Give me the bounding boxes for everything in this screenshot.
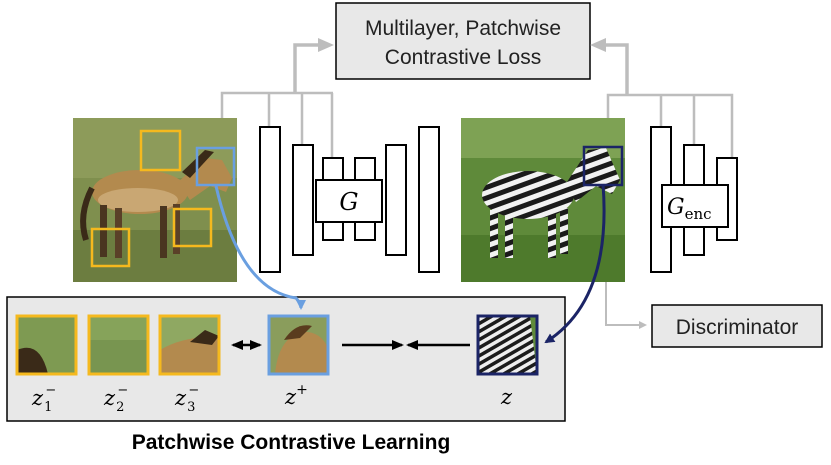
positive-source-arrow bbox=[214, 185, 306, 310]
negative-patch-1 bbox=[15, 314, 78, 376]
encoder-subscript: enc bbox=[685, 205, 712, 223]
discriminator-label: Discriminator bbox=[676, 316, 799, 339]
generator-label: G bbox=[339, 188, 358, 216]
discriminator-box: Discriminator bbox=[651, 304, 823, 348]
negative-label-2: z2− bbox=[103, 383, 128, 415]
negative-patch-2 bbox=[87, 314, 150, 376]
left-feature-connectors bbox=[220, 43, 334, 158]
right-feature-connectors bbox=[598, 43, 734, 158]
negative-label-1: z1− bbox=[31, 383, 56, 415]
negative-patch-3 bbox=[158, 314, 221, 376]
query-source-arrow bbox=[544, 183, 606, 344]
right-loss-arrowhead bbox=[590, 38, 606, 52]
loss-box-line1: Multilayer, Patchwise bbox=[365, 17, 561, 40]
loss-box: Multilayer, Patchwise Contrastive Loss bbox=[335, 2, 591, 80]
generator bbox=[259, 126, 440, 273]
query-label: z bbox=[500, 385, 513, 409]
encoder-label: Genc bbox=[667, 195, 712, 223]
caption: Patchwise Contrastive Learning bbox=[132, 431, 451, 454]
positive-patch bbox=[267, 314, 330, 376]
encoder-base: G bbox=[667, 195, 685, 220]
zebra-photo bbox=[461, 118, 625, 282]
loss-box-line2: Contrastive Loss bbox=[385, 46, 541, 69]
left-loss-arrowhead bbox=[318, 38, 334, 52]
query-patch bbox=[476, 314, 539, 376]
discriminator-connector bbox=[605, 282, 647, 329]
negative-label-3: z3− bbox=[174, 383, 199, 415]
encoder bbox=[650, 126, 738, 273]
horse-photo bbox=[73, 118, 237, 282]
positive-label: z+ bbox=[284, 382, 308, 409]
